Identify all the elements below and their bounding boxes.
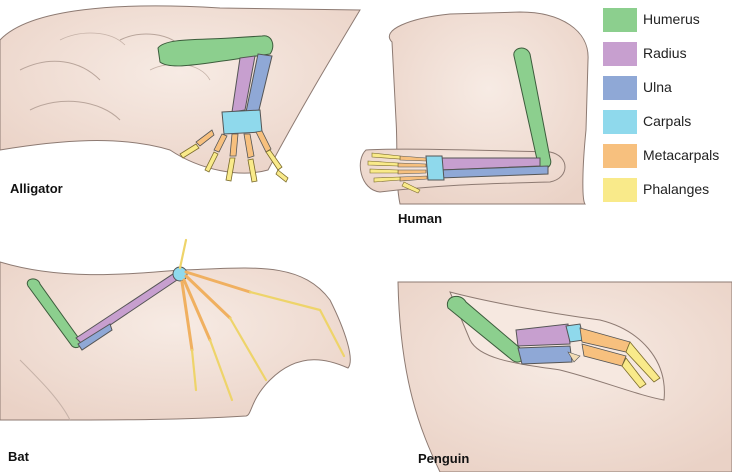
legend-swatch-radius — [603, 42, 637, 66]
bat-wing-membrane — [0, 262, 350, 420]
alligator-illustration — [0, 6, 360, 182]
legend-swatch-ulna — [603, 76, 637, 100]
legend-label: Phalanges — [643, 181, 709, 197]
label-alligator: Alligator — [10, 181, 63, 196]
human-carpals — [426, 156, 444, 180]
penguin-body — [398, 282, 732, 472]
legend-label: Carpals — [643, 113, 691, 129]
legend-label: Humerus — [643, 11, 700, 27]
legend-swatch-phalanges — [603, 178, 637, 202]
legend-label: Ulna — [643, 79, 672, 95]
human-illustration — [360, 12, 588, 204]
legend-swatch-metacarpals — [603, 144, 637, 168]
label-human: Human — [398, 211, 442, 226]
label-penguin: Penguin — [418, 451, 469, 466]
penguin-illustration — [398, 282, 732, 472]
legend-swatch-carpals — [603, 110, 637, 134]
legend-label: Metacarpals — [643, 147, 719, 163]
penguin-ulna — [518, 346, 572, 364]
bat-illustration — [0, 240, 350, 420]
legend-swatch-humerus — [603, 8, 637, 32]
label-bat: Bat — [8, 449, 29, 464]
alligator-body — [0, 6, 360, 173]
legend-label: Radius — [643, 45, 687, 61]
alligator-carpals — [222, 110, 262, 134]
